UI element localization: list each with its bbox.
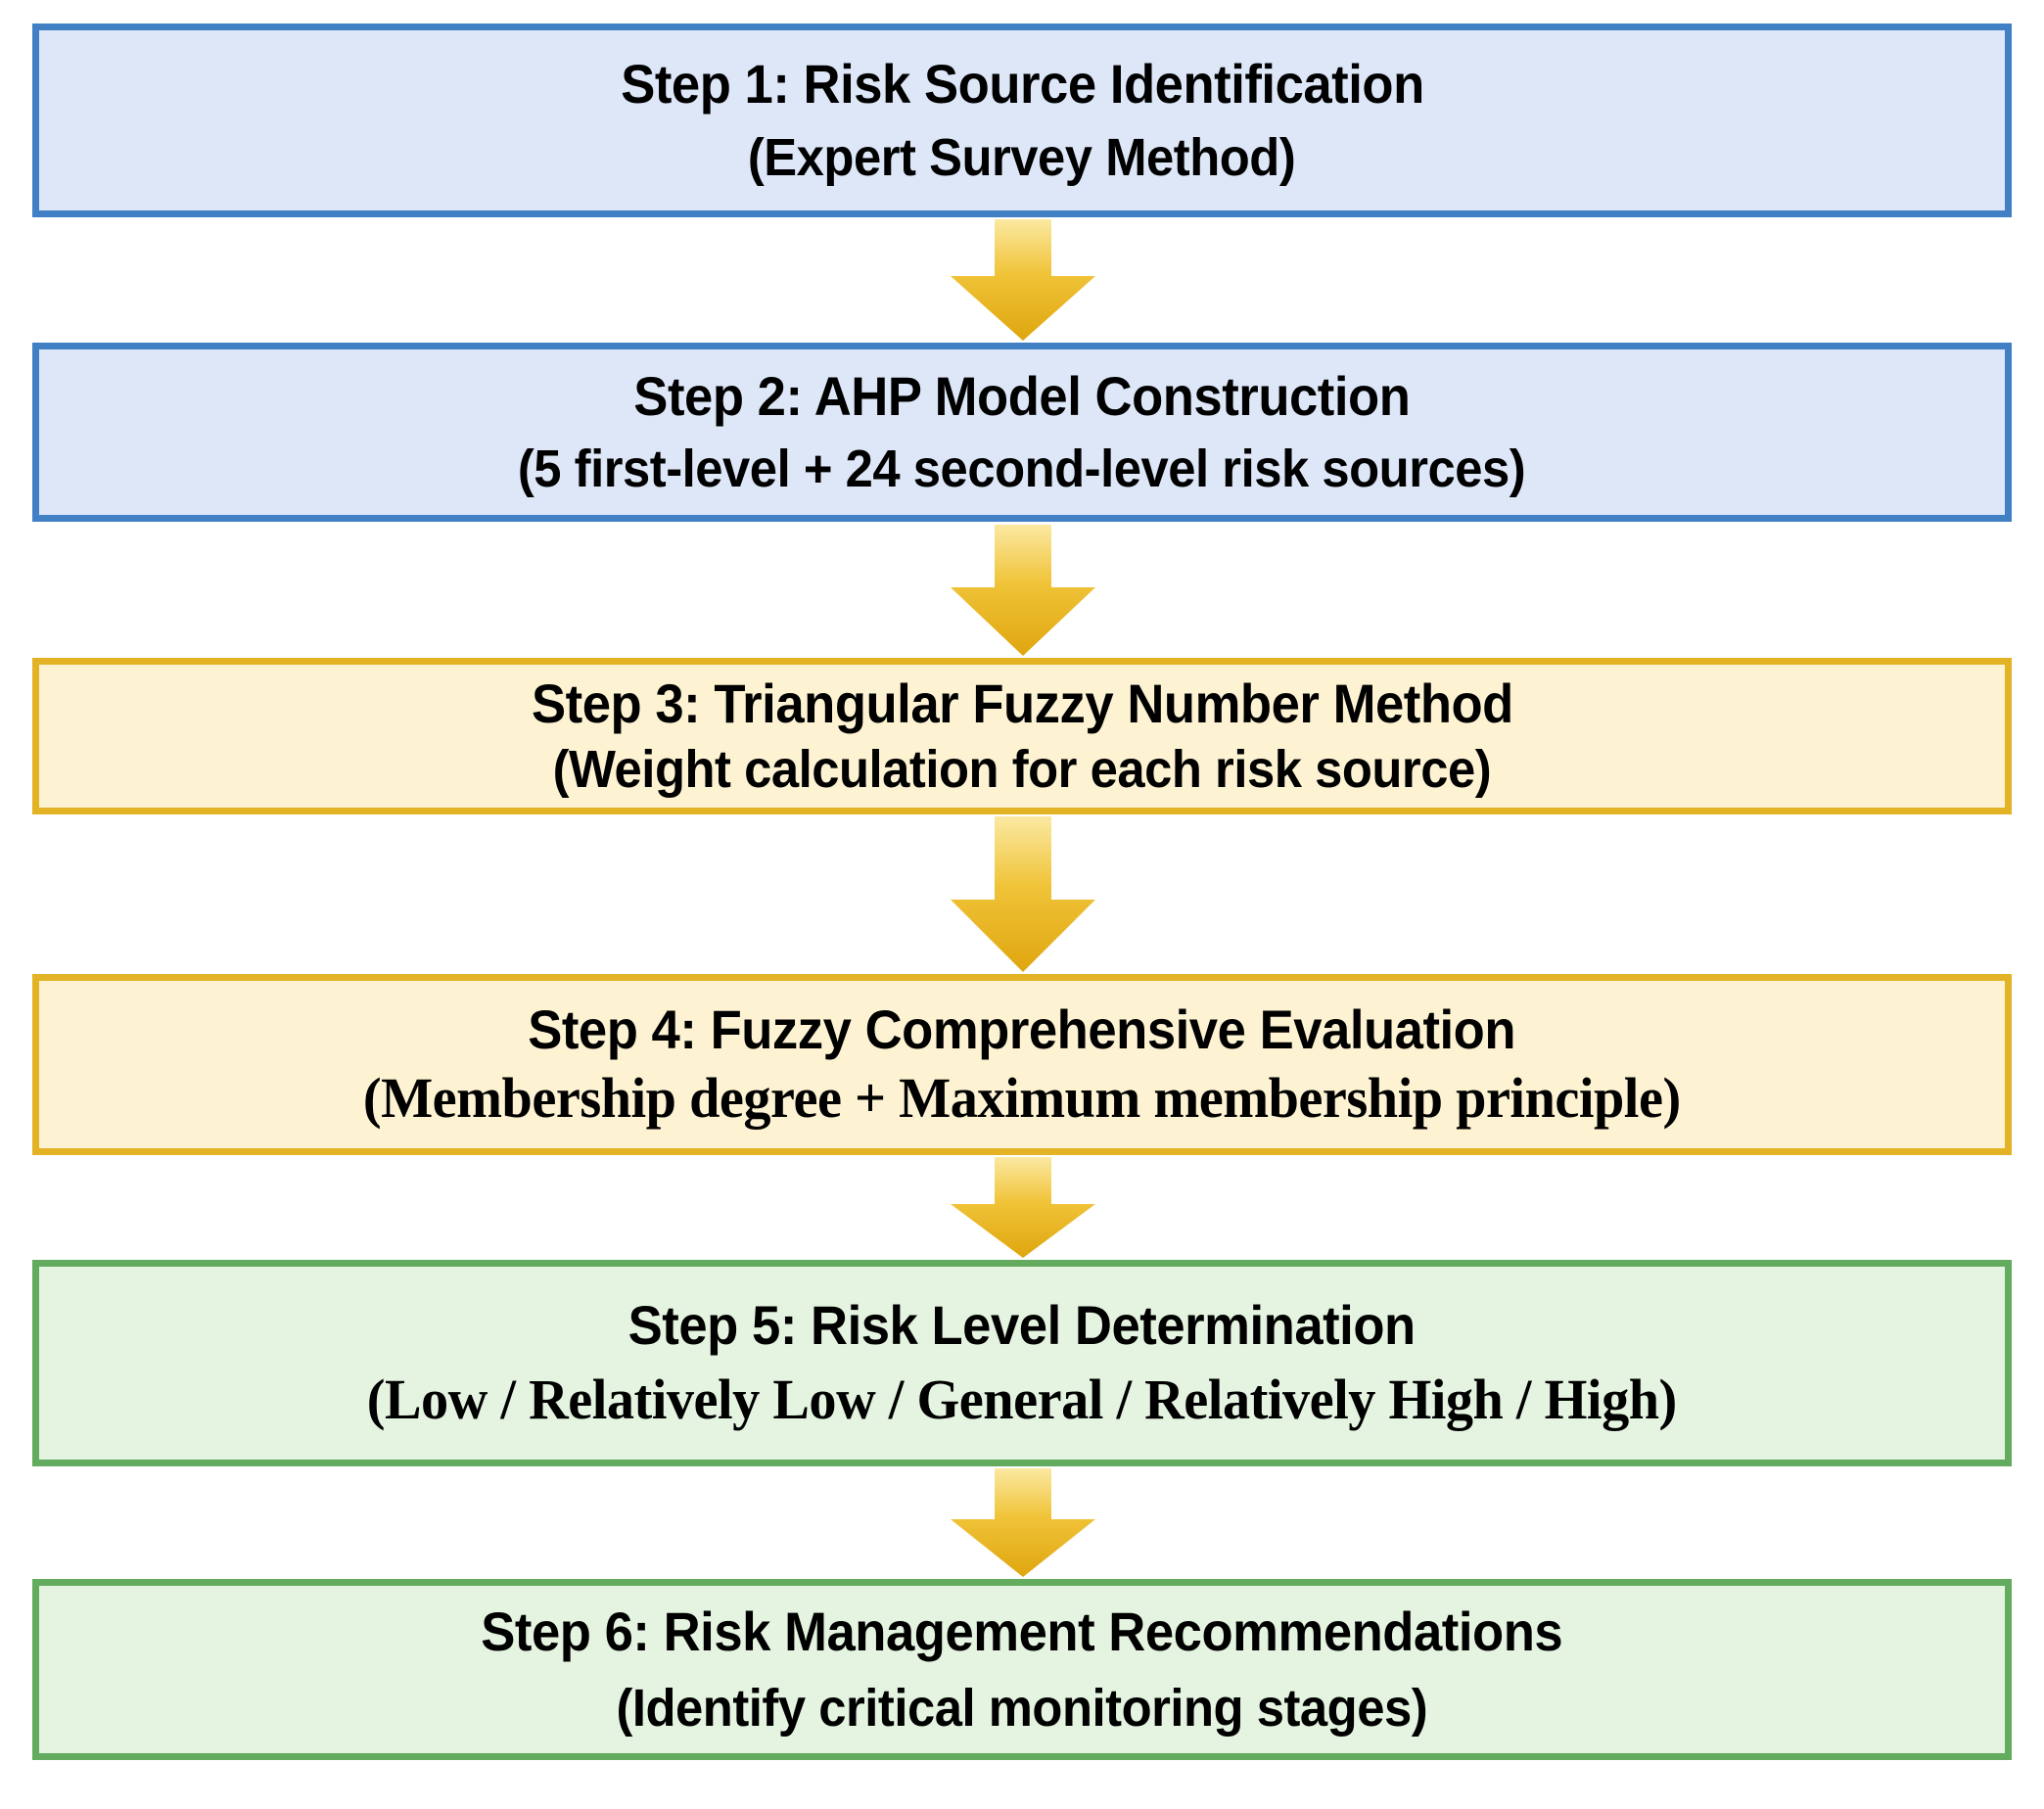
step-3-title: Step 3: Triangular Fuzzy Number Method [531,672,1513,734]
step-1-subtitle: (Expert Survey Method) [748,128,1296,188]
step-box-2[interactable]: Step 2: AHP Model Construction (5 first-… [32,343,2012,522]
down-arrow-icon [951,1468,1095,1577]
down-arrow-icon-4 [951,1157,1095,1258]
step-2-title: Step 2: AHP Model Construction [633,365,1411,428]
step-5-subtitle: (Low / Relatively Low / General / Relati… [366,1368,1678,1432]
down-arrow-icon [951,525,1095,656]
down-arrow-icon [951,219,1095,341]
down-arrow-icon [951,816,1095,972]
step-box-4[interactable]: Step 4: Fuzzy Comprehensive Evaluation (… [32,974,2012,1155]
step-2-subtitle: (5 first-level + 24 second-level risk so… [518,439,1526,498]
down-arrow-icon-2 [951,525,1095,656]
step-5-title: Step 5: Risk Level Determination [627,1293,1417,1356]
down-arrow-icon-3 [951,816,1095,972]
step-box-1[interactable]: Step 1: Risk Source Identification (Expe… [32,23,2012,217]
down-arrow-icon-1 [951,219,1095,341]
step-6-title: Step 6: Risk Management Recommendations [481,1600,1563,1663]
step-box-6[interactable]: Step 6: Risk Management Recommendations … [32,1579,2012,1760]
step-6-subtitle: (Identify critical monitoring stages) [616,1678,1428,1738]
step-3-subtitle: (Weight calculation for each risk source… [552,740,1492,800]
step-4-subtitle: (Membership degree + Maximum membership … [363,1066,1681,1131]
down-arrow-icon-5 [951,1468,1095,1577]
step-box-3[interactable]: Step 3: Triangular Fuzzy Number Method (… [32,658,2012,814]
down-arrow-icon [951,1157,1095,1258]
step-4-title: Step 4: Fuzzy Comprehensive Evaluation [528,997,1516,1060]
step-box-5[interactable]: Step 5: Risk Level Determination (Low / … [32,1260,2012,1466]
step-1-title: Step 1: Risk Source Identification [620,52,1424,115]
